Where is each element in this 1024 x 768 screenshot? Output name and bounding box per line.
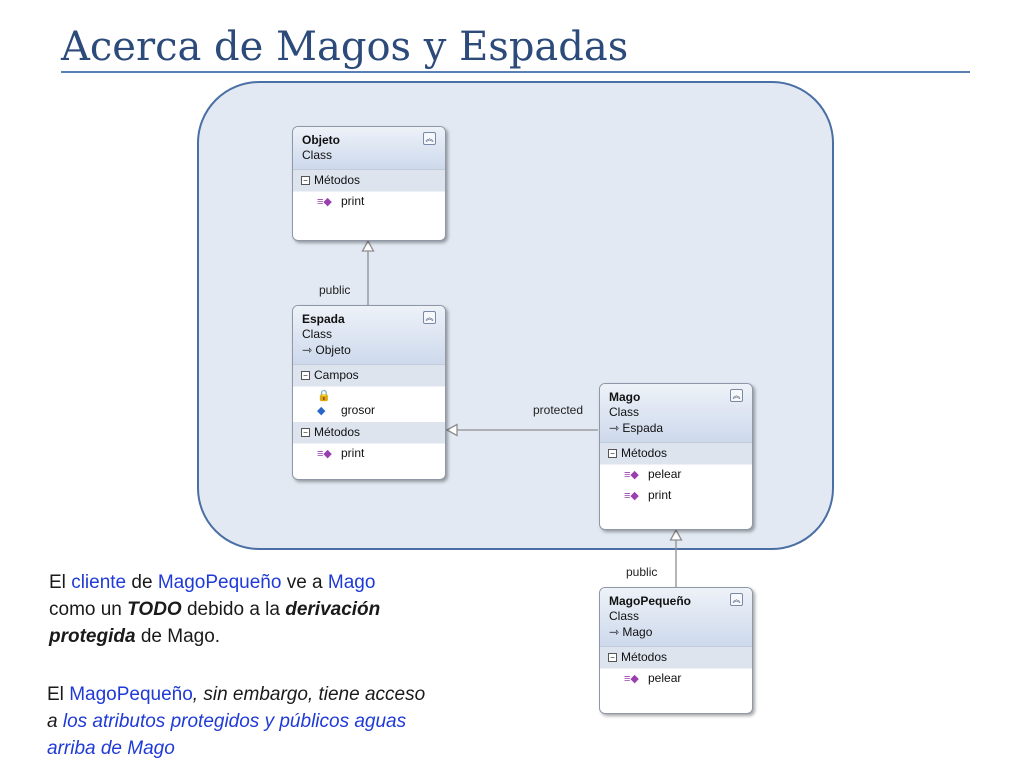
base-class: ⇾ Mago — [609, 625, 653, 639]
member-label: grosor — [341, 403, 376, 417]
collapse-section-icon[interactable]: − — [301, 176, 310, 185]
section-label: Métodos — [621, 650, 668, 664]
class-name: Objeto — [302, 133, 340, 147]
member-label: pelear — [648, 671, 682, 685]
collapse-section-icon[interactable]: − — [608, 653, 617, 662]
method-icon: ≡◆ — [624, 490, 639, 502]
section-label: Métodos — [314, 425, 361, 439]
edge-label-public-espada: public — [319, 283, 351, 297]
section-header-metodos[interactable]: −Métodos — [600, 443, 752, 465]
method-icon: ≡◆ — [624, 673, 639, 685]
collapse-icon[interactable]: ︽ — [730, 389, 743, 402]
section-header-metodos[interactable]: −Métodos — [600, 647, 752, 669]
arrowhead-objeto — [361, 239, 375, 252]
caption-cliente-todo: El cliente de MagoPequeño ve a Mago como… — [49, 572, 381, 647]
section-label: Campos — [314, 368, 359, 382]
inherits-arrow-icon: ⇾ — [609, 421, 623, 435]
class-box-espada[interactable]: Espada Class ⇾ Objeto ︽ −Campos 🔒◆grosor… — [292, 305, 446, 480]
method-icon: ≡◆ — [624, 469, 639, 481]
class-header: Mago Class ⇾ Espada ︽ — [600, 384, 752, 443]
member-label: print — [341, 194, 365, 208]
section-label: Métodos — [621, 446, 668, 460]
class-kind: Class — [609, 405, 640, 419]
edge-label-protected-mago: protected — [533, 403, 584, 417]
section-label: Métodos — [314, 173, 361, 187]
collapse-icon[interactable]: ︽ — [423, 311, 436, 324]
caption-acceso-atributos: El MagoPequeño, sin embargo, tiene acces… — [47, 684, 426, 759]
member-print[interactable]: ≡◆ print — [293, 192, 445, 213]
collapse-section-icon[interactable]: − — [301, 428, 310, 437]
inherits-arrow-icon: ⇾ — [302, 343, 316, 357]
member-grosor[interactable]: 🔒◆ grosor — [293, 387, 445, 422]
member-label: print — [341, 446, 365, 460]
collapse-section-icon[interactable]: − — [301, 371, 310, 380]
member-print[interactable]: ≡◆ print — [600, 486, 752, 507]
inherits-arrow-icon: ⇾ — [609, 625, 623, 639]
member-print[interactable]: ≡◆ print — [293, 444, 445, 465]
class-box-mago[interactable]: Mago Class ⇾ Espada ︽ −Métodos ≡◆pelear … — [599, 383, 753, 530]
member-label: pelear — [648, 467, 682, 481]
class-kind: Class — [302, 148, 333, 162]
class-box-objeto[interactable]: Objeto Class ︽ −Métodos ≡◆ print — [292, 126, 446, 241]
class-name: Mago — [609, 390, 641, 404]
member-pelear[interactable]: ≡◆ pelear — [600, 465, 752, 486]
class-kind: Class — [609, 609, 640, 623]
title-underline — [61, 71, 970, 73]
member-label: print — [648, 488, 672, 502]
field-icon: 🔒◆ — [317, 390, 331, 417]
class-name: Espada — [302, 312, 345, 326]
method-icon: ≡◆ — [317, 448, 332, 460]
class-name: MagoPequeño — [609, 594, 692, 608]
class-header: Espada Class ⇾ Objeto ︽ — [293, 306, 445, 365]
method-icon: ≡◆ — [317, 196, 332, 208]
collapse-section-icon[interactable]: − — [608, 449, 617, 458]
base-class: ⇾ Objeto — [302, 343, 351, 357]
collapse-icon[interactable]: ︽ — [423, 132, 436, 145]
slide-title: Acerca de Magos y Espadas — [61, 24, 629, 70]
class-kind: Class — [302, 327, 333, 341]
class-header: Objeto Class ︽ — [293, 127, 445, 170]
section-header-campos[interactable]: −Campos — [293, 365, 445, 387]
class-box-magopequeno[interactable]: MagoPequeño Class ⇾ Mago ︽ −Métodos ≡◆ pe… — [599, 587, 753, 714]
section-header-metodos[interactable]: −Métodos — [293, 422, 445, 444]
section-header-metodos[interactable]: −Métodos — [293, 170, 445, 192]
arrowhead-espada — [445, 423, 458, 437]
base-class: ⇾ Espada — [609, 421, 664, 435]
collapse-icon[interactable]: ︽ — [730, 593, 743, 606]
class-header: MagoPequeño Class ⇾ Mago ︽ — [600, 588, 752, 647]
member-pelear[interactable]: ≡◆ pelear — [600, 669, 752, 690]
edge-label-public-magopequeno: public — [626, 565, 658, 579]
arrowhead-mago — [669, 528, 683, 541]
